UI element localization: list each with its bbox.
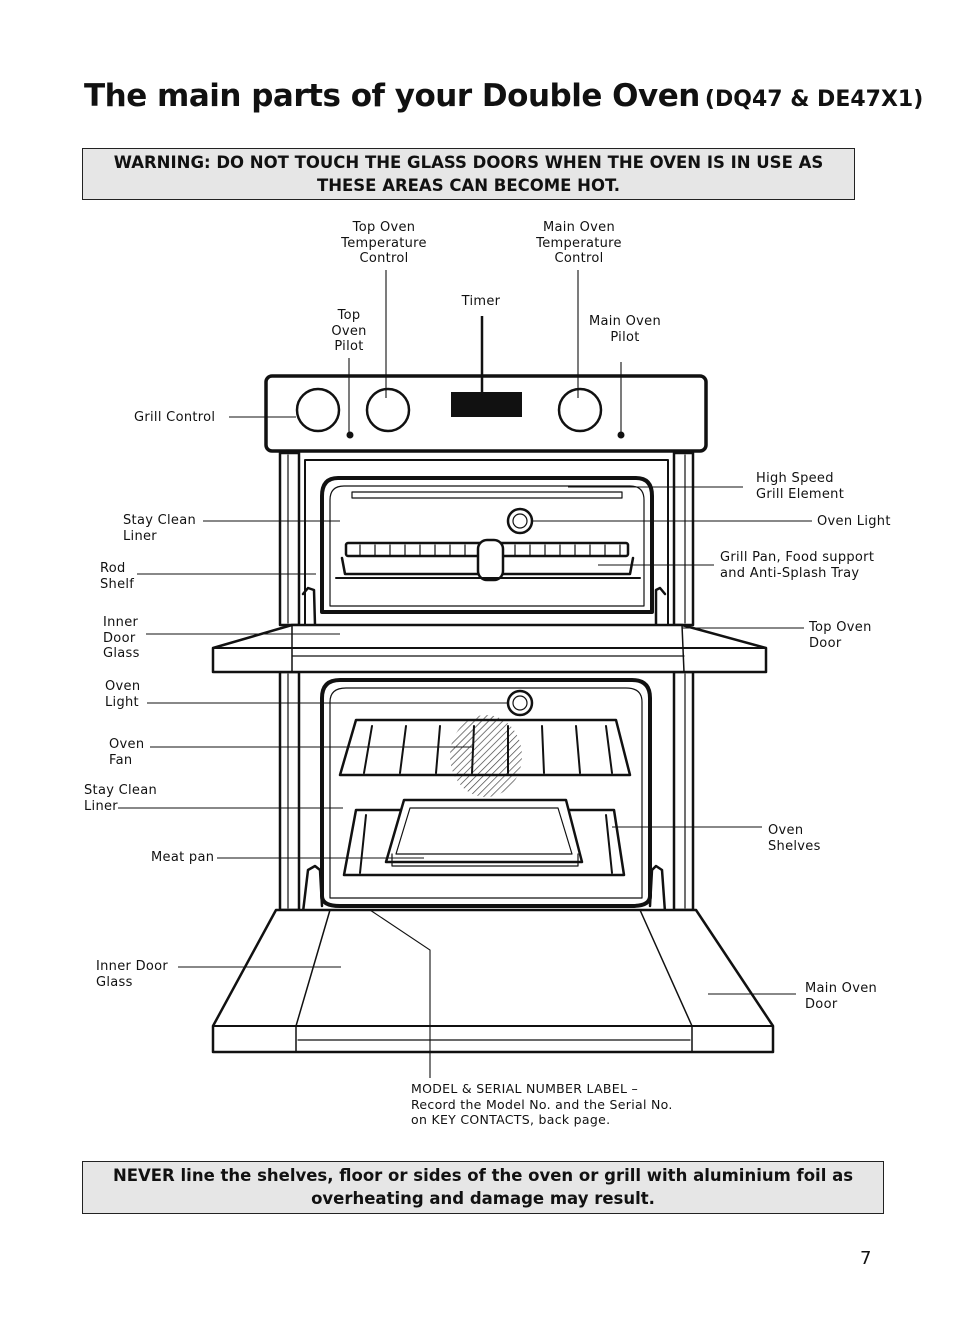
label-meat-pan: Meat pan [151,850,215,865]
page-number: 7 [860,1248,872,1269]
top-oven-cavity [320,476,654,614]
label-main-oven-temperature-control: Main Oven Temperature Control [536,220,622,266]
label-stay-clean-liner-main: Stay Clean Liner [84,783,158,814]
main-oven-light [506,689,534,717]
label-top-oven-pilot: Top Oven Pilot [331,308,367,354]
label-model-serial-number: MODEL & SERIAL NUMBER LABEL – Record the… [411,1081,673,1127]
timer-display [451,392,522,417]
lower-oven-shelf [342,808,626,877]
label-oven-shelves: Oven Shelves [768,823,821,854]
top-oven-light [506,507,534,535]
top-oven-door-hinge-left [301,586,317,627]
label-top-oven-door: Top Oven Door [809,620,872,651]
cabinet-left-side-lower [278,670,301,912]
main-oven-door [211,908,775,1054]
grill-pan-handle [476,538,505,582]
label-top-oven-temperature-control: Top Oven Temperature Control [341,220,427,266]
top-oven-pilot-light [346,431,354,439]
meat-pan [384,798,584,864]
cabinet-left-side [278,451,301,627]
label-inner-door-glass-main: Inner Door Glass [96,959,169,990]
main-door-hinge-right [648,864,667,914]
oven-fan-cover [450,715,522,797]
foil-notice-box: NEVER line the shelves, floor or sides o… [82,1161,884,1214]
label-main-oven-pilot: Main Oven Pilot [588,314,662,345]
cabinet-right-side-lower [672,670,695,912]
label-high-speed-grill-element: High Speed Grill Element [756,471,845,502]
main-oven-temperature-knob [557,387,603,433]
page-title: The main parts of your Double Oven (DQ47… [84,78,923,114]
label-rod-shelf: Rod Shelf [100,561,135,592]
cabinet-right-side [672,451,695,627]
page-title-text: The main parts of your Double Oven [84,78,700,114]
main-oven-cavity [320,678,652,908]
label-grill-pan: Grill Pan, Food support and Anti-Splash … [720,550,875,581]
label-grill-control: Grill Control [134,410,216,425]
label-stay-clean-liner-top: Stay Clean Liner [123,513,197,544]
label-timer: Timer [461,294,501,309]
label-inner-door-glass-top: Inner Door Glass [103,615,140,661]
grill-control-knob [295,387,341,433]
label-oven-light-main: Oven Light [105,679,141,710]
upper-oven-shelf [338,718,632,777]
main-door-hinge-left [301,864,324,914]
top-oven-temperature-knob [365,387,411,433]
model-numbers: (DQ47 & DE47X1) [704,87,924,112]
label-oven-fan: Oven Fan [109,737,145,768]
top-oven-door-hinge-right [654,586,667,627]
label-oven-light-top: Oven Light [817,514,891,529]
warning-box: WARNING: DO NOT TOUCH THE GLASS DOORS WH… [82,148,855,200]
grill-element-bar [351,491,623,499]
main-oven-pilot-light [617,431,625,439]
label-main-oven-door: Main Oven Door [805,981,878,1012]
